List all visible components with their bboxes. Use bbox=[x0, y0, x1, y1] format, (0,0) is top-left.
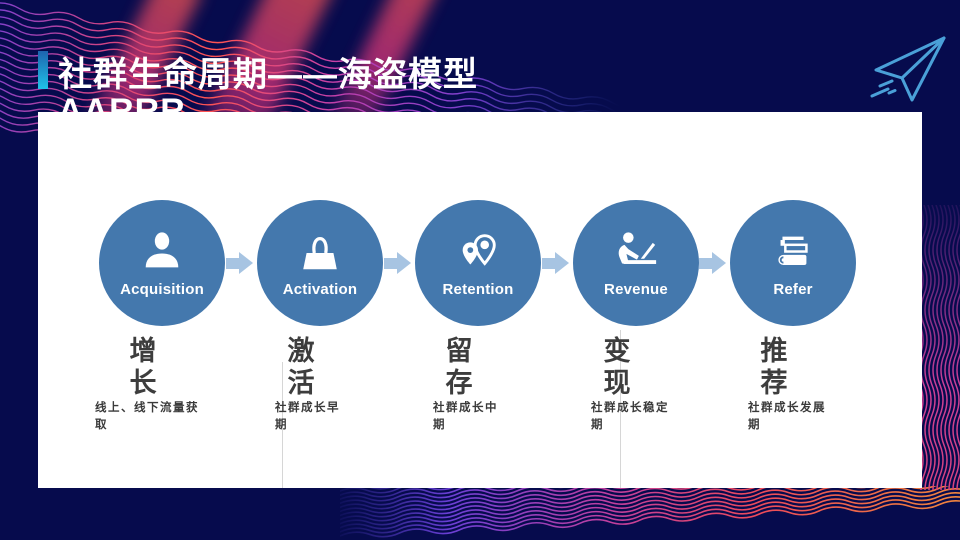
slide-title: 社群生命周期——海盗模型 bbox=[58, 56, 478, 94]
step-en-label: Refer bbox=[773, 280, 813, 298]
step-en-label: Revenue bbox=[604, 280, 668, 298]
books-icon bbox=[778, 236, 808, 265]
step-description: 社群成长中期 bbox=[433, 402, 498, 431]
divider-line-activation bbox=[282, 362, 283, 488]
right-arrow-icon bbox=[226, 252, 253, 274]
user-silhouette-icon bbox=[145, 231, 179, 267]
step-description: 线上、线下流量获取 bbox=[95, 402, 199, 431]
divider-line-revenue bbox=[620, 330, 621, 488]
step-circle-retention: Retention bbox=[415, 200, 541, 326]
laptop-user-icon bbox=[618, 231, 657, 264]
step-column-activation: Activation 激活 社群成长早期 bbox=[241, 112, 399, 488]
step-column-revenue: Revenue 变现 社群成长稳定期 bbox=[557, 112, 715, 488]
right-arrow-icon bbox=[699, 252, 726, 274]
step-zh-label: 激活 bbox=[287, 336, 315, 398]
step-circle-refer: Refer bbox=[730, 200, 856, 326]
step-description: 社群成长发展期 bbox=[748, 402, 826, 431]
step-description: 社群成长早期 bbox=[275, 402, 340, 431]
paper-plane-icon bbox=[870, 36, 946, 102]
step-zh-label: 推荐 bbox=[760, 336, 788, 398]
step-circle-revenue: Revenue bbox=[573, 200, 699, 326]
step-circle-activation: Activation bbox=[257, 200, 383, 326]
map-pins-icon bbox=[462, 233, 496, 266]
step-column-refer: Refer 推荐 社群成长发展期 bbox=[714, 112, 872, 488]
right-waves-decoration bbox=[918, 205, 960, 490]
step-zh-label: 增长 bbox=[129, 336, 157, 398]
title-accent-bar bbox=[38, 51, 48, 89]
step-zh-label: 留存 bbox=[445, 336, 473, 398]
step-en-label: Retention bbox=[442, 280, 514, 298]
right-arrow-icon bbox=[542, 252, 569, 274]
binder-clip-icon bbox=[303, 236, 337, 269]
step-en-label: Acquisition bbox=[120, 280, 204, 298]
right-arrow-icon bbox=[384, 252, 411, 274]
step-column-retention: Retention 留存 社群成长中期 bbox=[399, 112, 557, 488]
step-circle-acquisition: Acquisition bbox=[99, 200, 225, 326]
step-zh-label: 变现 bbox=[603, 336, 631, 398]
bottom-waves-decoration bbox=[340, 486, 960, 540]
step-en-label: Activation bbox=[282, 280, 358, 298]
step-column-acquisition: Acquisition 增长 线上、线下流量获取 bbox=[83, 112, 241, 488]
step-description: 社群成长稳定期 bbox=[591, 402, 669, 431]
content-panel: Acquisition 增长 线上、线下流量获取 Activation 激活 社… bbox=[38, 112, 922, 488]
